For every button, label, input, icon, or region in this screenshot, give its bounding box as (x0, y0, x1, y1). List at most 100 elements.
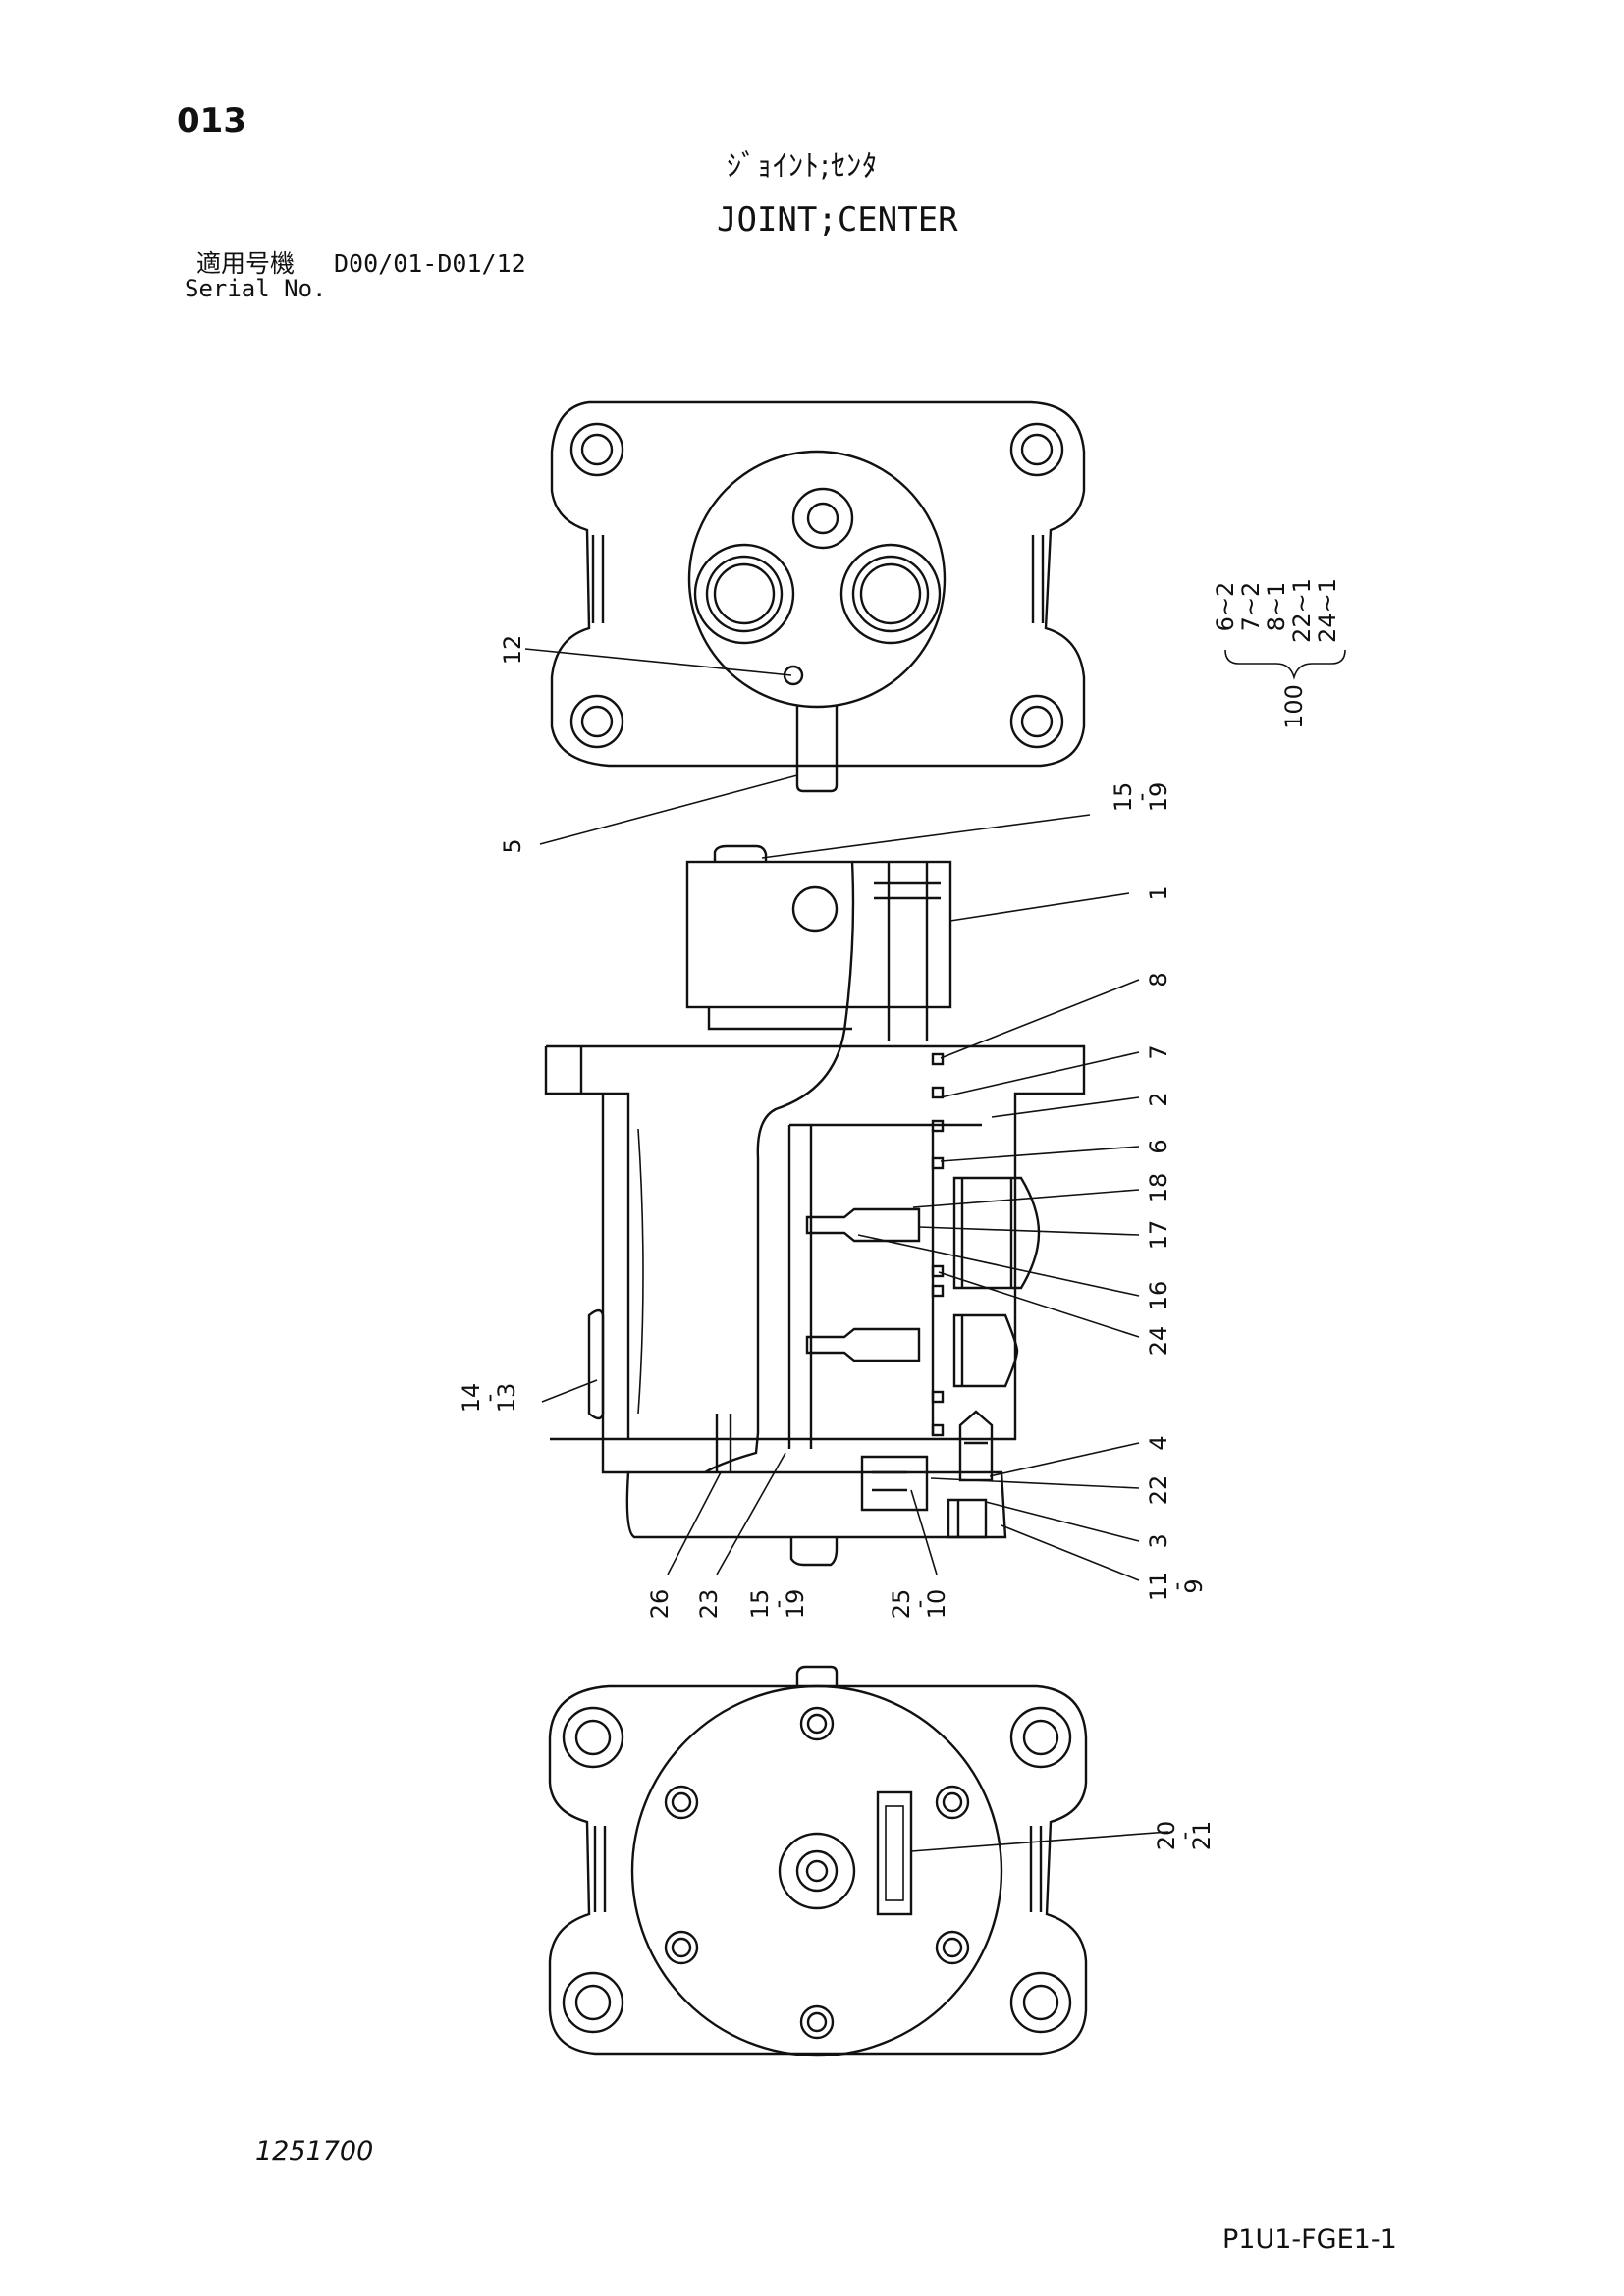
side-fitting-lower (952, 1313, 1019, 1388)
top-port-right-inner (859, 562, 922, 625)
side-stem-bore (787, 1123, 982, 1449)
side-fitting-upper-lines (960, 1178, 1013, 1288)
callout-2: 2 (1145, 1092, 1172, 1106)
leader-11-9 (1001, 1524, 1140, 1581)
leader-1 (949, 892, 1130, 922)
kit-brace (1224, 649, 1346, 680)
side-rotor-neck (707, 1007, 852, 1031)
callout-14-13-a: 14 (458, 1383, 485, 1414)
callout-7: 7 (1145, 1044, 1172, 1059)
top-port-left-inner (713, 562, 776, 625)
leader-4 (989, 1442, 1140, 1477)
bottom-screw-bl (664, 1930, 699, 1965)
leader-20-21 (910, 1831, 1169, 1852)
leader-23 (716, 1452, 786, 1575)
bottom-center-boss (778, 1832, 856, 1910)
side-fitting-lower-stem (805, 1327, 921, 1362)
callout-20-21-b: 21 (1188, 1821, 1216, 1851)
callout-18: 18 (1145, 1173, 1172, 1203)
top-bolt-hole-br-inner (1020, 705, 1054, 738)
kit-item-4: 22~1 (1288, 578, 1316, 643)
callout-8: 8 (1145, 972, 1172, 987)
bottom-bolt-hole-tl-inner (574, 1719, 612, 1756)
side-top-plug (713, 844, 768, 862)
callout-11-9-b: 9 (1180, 1578, 1208, 1593)
bottom-name-plate-inner (885, 1805, 904, 1901)
top-bolt-hole-tr-inner (1020, 433, 1054, 466)
top-bolt-hole-tr (1009, 422, 1064, 477)
bottom-screw-bl-inner (671, 1937, 692, 1958)
kit-item-5: 24~1 (1314, 578, 1341, 643)
title-japanese: ｼﾞｮｲﾝﾄ;ｾﾝﾀ (727, 149, 879, 184)
bottom-screw-bottom-inner (806, 2011, 828, 2033)
bottom-view (548, 1665, 1088, 2057)
side-fitting-upper (952, 1176, 1041, 1290)
callout-12: 12 (499, 635, 526, 666)
top-bolt-hole-br (1009, 694, 1064, 749)
side-flange-outline (546, 1044, 1086, 1441)
leader-3 (985, 1501, 1140, 1542)
top-port-small-inner (806, 502, 839, 535)
callout-16: 16 (1145, 1281, 1172, 1311)
callout-4: 4 (1145, 1435, 1172, 1450)
bottom-bolt-hole-br (1009, 1971, 1072, 2034)
bottom-center-screw (795, 1849, 839, 1893)
bottom-screw-bottom (799, 2004, 835, 2040)
side-left-plug (587, 1308, 605, 1420)
section-break-line (704, 861, 855, 1474)
page-number: 013 (177, 101, 246, 140)
callout-26: 26 (646, 1589, 674, 1620)
bottom-top-key (795, 1665, 839, 1686)
title-english: JOINT;CENTER (717, 200, 958, 240)
callout-15-19-top-a: 15 (1110, 782, 1137, 813)
leader-12 (524, 648, 792, 676)
bottom-screw-tl-inner (671, 1791, 692, 1813)
bottom-side-lug-right (1029, 1826, 1043, 1912)
leader-2 (991, 1096, 1140, 1118)
bottom-screw-br-inner (942, 1937, 963, 1958)
side-bottom-plug (789, 1537, 839, 1567)
serial-number-range: D00/01-D01/12 (334, 249, 526, 278)
top-port-small (791, 487, 854, 550)
callout-6: 6 (1145, 1139, 1172, 1153)
side-rotor-head (685, 860, 952, 1009)
bottom-screw-top (799, 1706, 835, 1741)
drawing-number: 1251700 (255, 2136, 374, 2166)
top-rotor-circle (687, 450, 947, 709)
bottom-name-plate (876, 1790, 913, 1916)
leader-lines (524, 648, 1169, 1852)
callout-5: 5 (499, 838, 526, 853)
top-stopper-key (795, 705, 839, 793)
bottom-screw-br (935, 1930, 970, 1965)
leader-5 (539, 774, 798, 845)
bottom-cover-circle (630, 1684, 1003, 2057)
leader-7 (940, 1051, 1140, 1098)
bottom-bolt-hole-tr (1009, 1706, 1072, 1769)
page-code: P1U1-FGE1-1 (1222, 2224, 1397, 2255)
leader-6 (940, 1146, 1140, 1162)
callout-11-9-dash: - (1163, 1582, 1190, 1591)
top-port-left-mid (705, 555, 784, 633)
kit-item-2: 7~2 (1237, 582, 1265, 632)
side-seal-grooves (931, 1052, 945, 1437)
callout-20-21-dash: - (1170, 1832, 1198, 1841)
top-bolt-hole-bl (569, 694, 624, 749)
serial-label-japanese: 適用号機 (196, 249, 296, 278)
side-rotor-port (791, 885, 839, 933)
leader-8 (940, 979, 1140, 1059)
callout-labels: 12 5 15 - 19 1 8 7 2 6 18 17 16 24 4 22 … (458, 635, 1216, 1851)
callout-15-19-bottom-a: 15 (746, 1589, 774, 1620)
side-flange-left (544, 1046, 630, 1439)
top-port-right-mid (851, 555, 930, 633)
callout-25-10-dash: - (905, 1600, 933, 1609)
callout-15-19-top-b: 19 (1145, 782, 1172, 813)
side-pin-4 (958, 1410, 994, 1482)
top-bolt-hole-bl-inner (580, 705, 614, 738)
callout-24: 24 (1145, 1326, 1172, 1357)
side-bottom-cover (625, 1470, 1007, 1539)
bottom-bolt-hole-bl (562, 1971, 624, 2034)
bottom-bolt-hole-tl (562, 1706, 624, 1769)
bottom-screw-tl (664, 1785, 699, 1820)
side-plug-9 (947, 1498, 988, 1539)
